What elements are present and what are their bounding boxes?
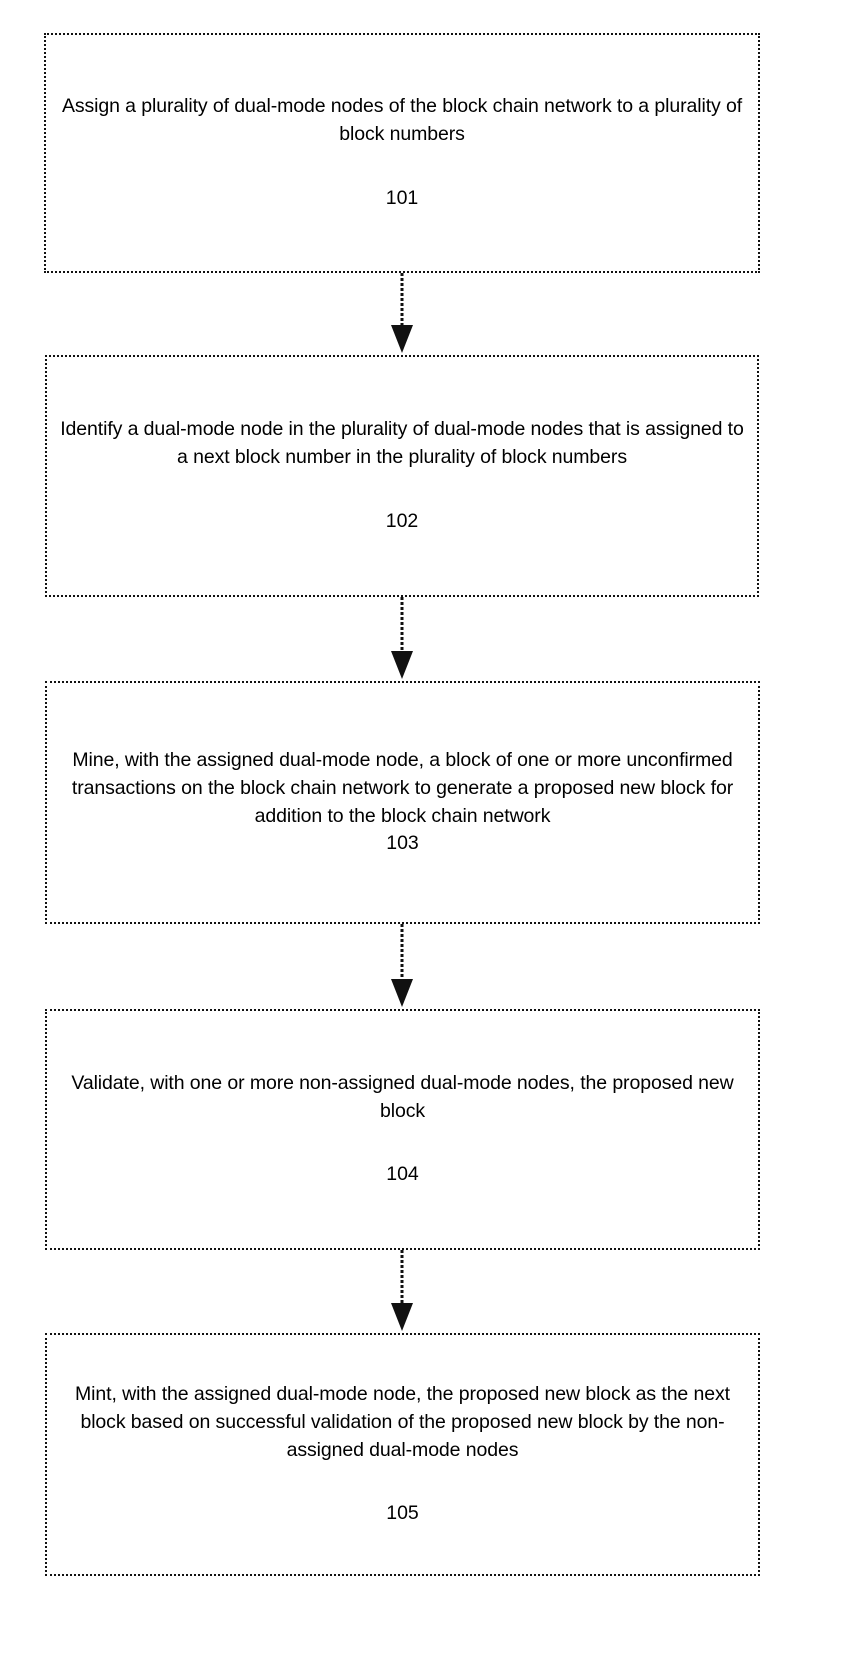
arrowhead-icon [391, 325, 413, 353]
arrowhead-icon [391, 979, 413, 1007]
process-step-101: Assign a plurality of dual-mode nodes of… [44, 33, 760, 273]
process-step-104: Validate, with one or more non-assigned … [45, 1009, 760, 1250]
step-101-text: Assign a plurality of dual-mode nodes of… [61, 95, 743, 146]
step-101-number: 101 [385, 186, 419, 209]
process-step-102: Identify a dual-mode node in the plurali… [45, 355, 759, 597]
step-102-text: Identify a dual-mode node in the plurali… [60, 418, 744, 469]
step-105-text: Mint, with the assigned dual-mode node, … [75, 1383, 730, 1461]
step-102-number: 102 [385, 509, 419, 532]
step-103-text: Mine, with the assigned dual-mode node, … [71, 749, 734, 827]
step-104-text: Validate, with one or more non-assigned … [71, 1071, 734, 1122]
process-step-103: Mine, with the assigned dual-mode node, … [45, 681, 760, 924]
connector-arrow-102-to-103 [391, 597, 413, 679]
step-103-number: 103 [386, 832, 419, 855]
arrowhead-icon [391, 651, 413, 679]
connector-arrow-101-to-102 [391, 273, 413, 353]
step-105-number: 105 [386, 1502, 419, 1525]
connector-arrow-104-to-105 [391, 1250, 413, 1331]
connector-arrow-103-to-104 [391, 924, 413, 1007]
step-104-number: 104 [386, 1163, 419, 1186]
arrowhead-icon [391, 1303, 413, 1331]
process-step-105: Mint, with the assigned dual-mode node, … [45, 1333, 760, 1576]
